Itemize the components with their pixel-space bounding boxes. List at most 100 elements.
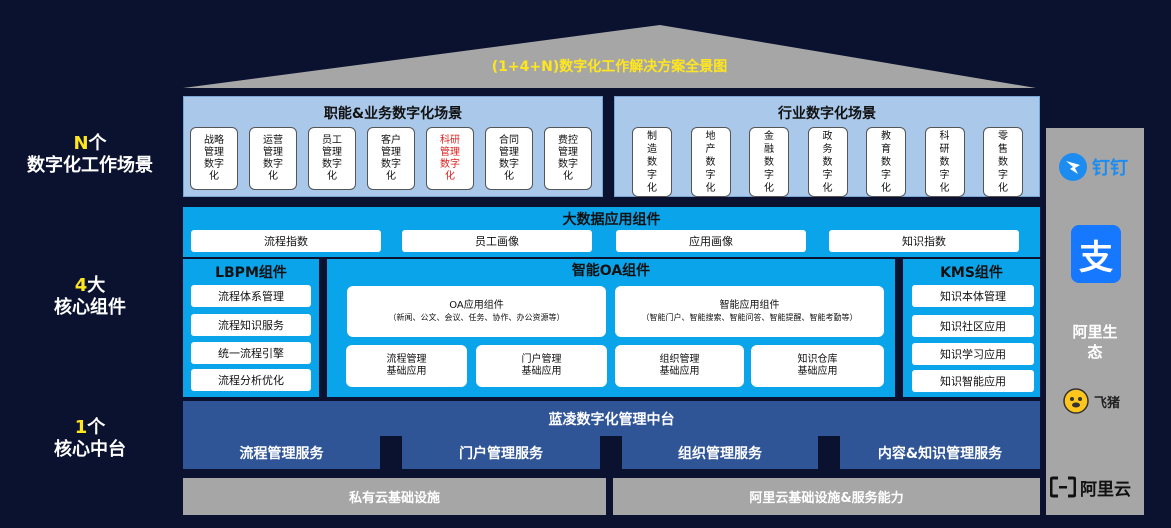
function-scene-card[interactable]: 合同管理数字化 [485, 127, 533, 190]
fliggy-icon [1063, 388, 1089, 414]
function-scene-card-label: 员工管理数字化 [322, 135, 342, 183]
function-scene-card[interactable]: 客户管理数字化 [367, 127, 415, 190]
industry-scene-card-line: 数 [705, 156, 716, 168]
side-label-suffix: 个 [88, 133, 107, 154]
lbpm-panel: LBPM组件 流程体系管理 流程知识服务 统一流程引擎 流程分析优化 [183, 259, 319, 397]
function-scene-card[interactable]: 运营管理数字化 [249, 127, 297, 190]
bigdata-item[interactable]: 流程指数 [191, 230, 381, 252]
industry-scene-card-label: 科研数字化 [940, 130, 950, 195]
ecosystem-title-line2: 态 [1087, 343, 1103, 361]
industry-scene-card-line: 教 [881, 130, 891, 142]
industry-scene-card-line: 化 [998, 182, 1008, 194]
kms-item[interactable]: 知识社区应用 [912, 315, 1034, 337]
industry-scene-card-line: 数 [939, 156, 950, 168]
function-scene-card-line: 数字 [499, 158, 519, 170]
industry-scene-card-line: 字 [939, 169, 950, 181]
oa-base-box[interactable]: 组织管理 基础应用 [615, 345, 744, 387]
industry-scene-card-line: 金 [764, 130, 774, 142]
industry-scene-card-line: 化 [822, 182, 833, 194]
oa-app-title: OA应用组件 [449, 299, 504, 311]
fliggy-text: 飞猪 [1094, 395, 1121, 411]
function-scene-card-line: 运营 [263, 134, 283, 146]
function-scene-card-line: 化 [386, 170, 396, 182]
function-scene-card-line: 化 [445, 170, 455, 182]
aliyun-infra[interactable]: 阿里云基础设施&服务能力 [613, 478, 1040, 515]
function-scene-card-line: 费控 [558, 134, 578, 146]
industry-scene-card[interactable]: 政务数字化 [807, 127, 848, 197]
function-scenes-panel: 职能&业务数字化场景 战略管理数字化运营管理数字化员工管理数字化客户管理数字化科… [183, 96, 603, 197]
industry-scene-card-line: 地 [705, 130, 716, 142]
ecosystem-title-line1: 阿里生 [1072, 323, 1118, 341]
industry-scene-card[interactable]: 地产数字化 [690, 127, 731, 197]
industry-scene-card[interactable]: 制造数字化 [632, 127, 672, 197]
kms-item[interactable]: 知识学习应用 [912, 343, 1034, 365]
oa-title: 智能OA组件 [571, 263, 651, 279]
function-scene-card-label: 战略管理数字化 [204, 135, 224, 183]
lbpm-item[interactable]: 流程体系管理 [191, 285, 311, 307]
aliyun-logo: 阿里云 [1050, 473, 1142, 501]
dingtalk-icon [1059, 153, 1087, 181]
lbpm-item[interactable]: 流程分析优化 [191, 369, 311, 391]
function-scene-card[interactable]: 科研管理数字化 [426, 127, 474, 190]
function-scene-card[interactable]: 员工管理数字化 [308, 127, 356, 190]
industry-scene-card-line: 数 [764, 156, 774, 168]
industry-scene-card-line: 字 [764, 169, 774, 181]
function-scene-card[interactable]: 费控管理数字化 [544, 127, 592, 190]
industry-scene-card-line: 化 [881, 182, 891, 194]
industry-scene-card[interactable]: 金融数字化 [749, 127, 789, 197]
oa-base-line1: 知识仓库 [797, 354, 838, 365]
roof-title: (1+4+N)数字化工作解决方案全景图 [491, 59, 728, 75]
side-label-scenes: N个 数字化工作场景 [10, 133, 170, 177]
industry-scene-card-line: 化 [939, 182, 950, 194]
bigdata-band: 大数据应用组件 流程指数 员工画像 应用画像 知识指数 [183, 207, 1040, 257]
function-scene-card-line: 数字 [558, 158, 578, 170]
private-cloud[interactable]: 私有云基础设施 [183, 478, 606, 515]
function-scene-card-line: 管理 [381, 146, 401, 158]
function-scene-card-line: 化 [268, 170, 278, 182]
lbpm-item[interactable]: 流程知识服务 [191, 314, 311, 336]
industry-scene-card-label: 零售数字化 [998, 130, 1008, 195]
bigdata-item[interactable]: 员工画像 [402, 230, 592, 252]
industry-scene-card[interactable]: 教育数字化 [866, 127, 906, 197]
function-scene-card-label: 运营管理数字化 [263, 135, 283, 183]
industry-scene-card[interactable]: 科研数字化 [924, 127, 965, 197]
industry-scene-card-line: 制 [647, 130, 657, 142]
function-scene-card-label: 科研管理数字化 [440, 135, 460, 183]
oa-base-box[interactable]: 门户管理 基础应用 [476, 345, 607, 387]
bigdata-item[interactable]: 应用画像 [616, 230, 806, 252]
bigdata-item[interactable]: 知识指数 [829, 230, 1019, 252]
kms-item[interactable]: 知识本体管理 [912, 285, 1034, 307]
fliggy-logo: 飞猪 [1062, 385, 1138, 417]
function-scene-card-line: 合同 [499, 134, 519, 146]
service-org[interactable]: 组织管理服务 [622, 436, 818, 469]
lbpm-item[interactable]: 统一流程引擎 [191, 342, 311, 364]
function-scene-card-line: 管理 [204, 146, 224, 158]
function-scene-card-line: 数字 [440, 158, 460, 170]
oa-base-box[interactable]: 流程管理 基础应用 [346, 345, 467, 387]
industry-scenes-panel: 行业数字化场景 制造数字化地产数字化金融数字化政务数字化教育数字化科研数字化零售… [614, 96, 1040, 197]
industry-scene-card-line: 育 [881, 143, 891, 155]
oa-base-box[interactable]: 知识仓库 基础应用 [751, 345, 884, 387]
function-scene-card-line: 客户 [381, 134, 401, 146]
dingtalk-logo: 钉钉 [1058, 150, 1140, 184]
industry-scene-card-label: 制造数字化 [647, 130, 657, 195]
platform-gap [380, 436, 402, 469]
platform-title: 蓝凌数字化管理中台 [548, 412, 675, 428]
industry-scene-card[interactable]: 零售数字化 [983, 127, 1023, 197]
ecosystem-title: 阿里生 态 [1046, 322, 1144, 362]
industry-scene-card-line: 融 [764, 143, 774, 155]
kms-item[interactable]: 知识智能应用 [912, 370, 1034, 392]
oa-app-box[interactable]: OA应用组件 （新闻、公文、会议、任务、协作、办公资源等） [347, 286, 606, 337]
function-scene-card[interactable]: 战略管理数字化 [190, 127, 238, 190]
platform-gap [818, 436, 840, 469]
kms-panel: KMS组件 知识本体管理 知识社区应用 知识学习应用 知识智能应用 [903, 259, 1040, 397]
industry-scene-card-line: 字 [705, 169, 716, 181]
smart-app-box[interactable]: 智能应用组件 （智能门户、智能搜索、智能问答、智能提醒、智能考勤等） [615, 286, 884, 337]
dingtalk-text: 钉钉 [1092, 158, 1128, 179]
oa-base-line1: 流程管理 [386, 354, 427, 365]
service-portal[interactable]: 门户管理服务 [402, 436, 600, 469]
service-knowledge[interactable]: 内容&知识管理服务 [840, 436, 1040, 469]
side-label-text: 核心组件 [54, 297, 126, 318]
function-scene-card-line: 化 [504, 170, 514, 182]
service-process[interactable]: 流程管理服务 [183, 436, 380, 469]
